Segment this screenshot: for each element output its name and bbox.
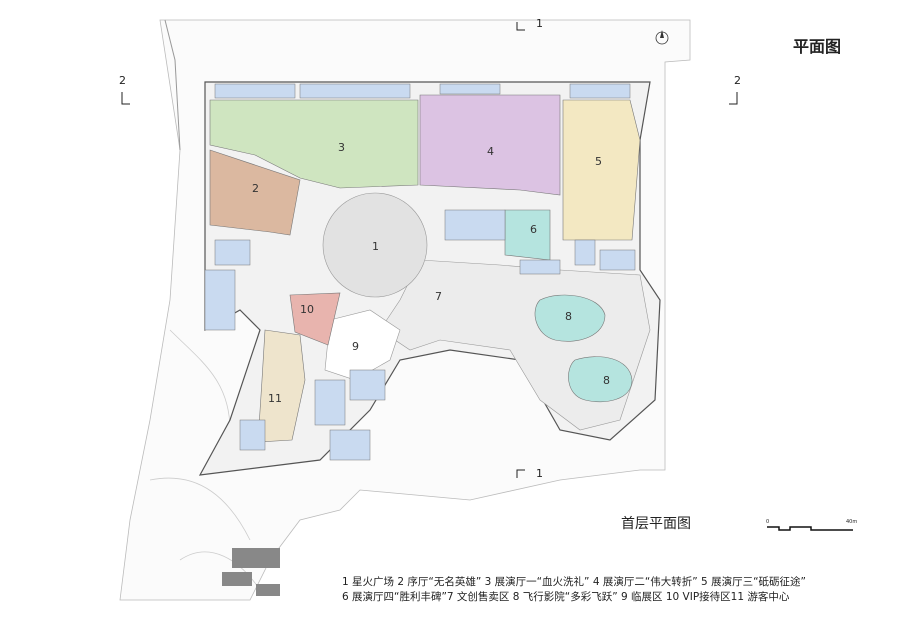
zone-8a [534,294,606,342]
zone-label-6: 6 [530,223,537,236]
zone-label-2: 2 [252,182,259,195]
zone-label-3: 3 [338,141,345,154]
service-rooms [204,83,636,461]
zone-label-1: 1 [372,240,379,253]
section-mark-top [516,22,525,31]
zone-labels: 1 2 3 4 5 6 7 8 8 9 10 11 [252,141,610,405]
service-room [299,83,411,99]
service-room [349,369,386,401]
section-label-right: 2 [734,74,741,87]
scale-start: 0 [766,519,770,525]
zone-label-8a: 8 [565,310,572,323]
service-room [214,83,296,99]
legend-line-2: 6 展演厅四“胜利丰碑”7 文创售卖区 8 飞行影院“多彩飞跃” 9 临展区 1… [342,591,790,603]
zone-11 [257,329,306,443]
road-edge [164,19,181,151]
section-mark-right [729,92,738,105]
zone-label-10: 10 [300,303,314,316]
north-arrow-icon [655,30,669,45]
service-room [214,239,251,266]
parking-structure [222,548,280,596]
service-room [444,209,506,241]
section-label-top: 1 [536,17,543,30]
zone-8b [568,356,633,403]
zone-label-9: 9 [352,340,359,353]
zone-label-11: 11 [268,392,282,405]
zone-10 [289,292,341,346]
section-mark-left [121,92,130,105]
zone-label-7: 7 [435,290,442,303]
legend: 1 星火广场 2 序厅“无名英雄” 3 展演厅一“血火洗礼” 4 展演厅二“伟大… [342,575,806,605]
service-room [329,429,371,461]
zone-4 [419,94,561,196]
zone-5 [562,99,641,241]
service-room [314,379,346,426]
scale-end: 40m [846,519,858,525]
zone-9 [324,309,401,381]
service-room [574,239,596,266]
zone-6 [504,209,551,261]
service-room [519,259,561,275]
zone-label-4: 4 [487,145,494,158]
zone-label-5: 5 [595,155,602,168]
service-room [569,83,631,99]
landscape-curves [149,329,261,591]
scale-bar [767,526,853,531]
legend-line-1: 1 星火广场 2 序厅“无名英雄” 3 展演厅一“血火洗礼” 4 展演厅二“伟大… [342,576,806,588]
service-room [239,419,266,451]
section-label-bottom: 1 [536,467,543,480]
service-room [599,249,636,271]
drawing-title: 平面图 [793,37,842,56]
zone-label-8b: 8 [603,374,610,387]
service-room [439,83,501,95]
service-room [204,269,236,331]
zone-3 [209,99,419,189]
zone-2 [209,149,301,236]
section-mark-bottom [516,469,525,478]
floor-title: 首层平面图 [621,516,691,532]
section-label-left: 2 [119,74,126,87]
zone-1 [322,192,428,298]
